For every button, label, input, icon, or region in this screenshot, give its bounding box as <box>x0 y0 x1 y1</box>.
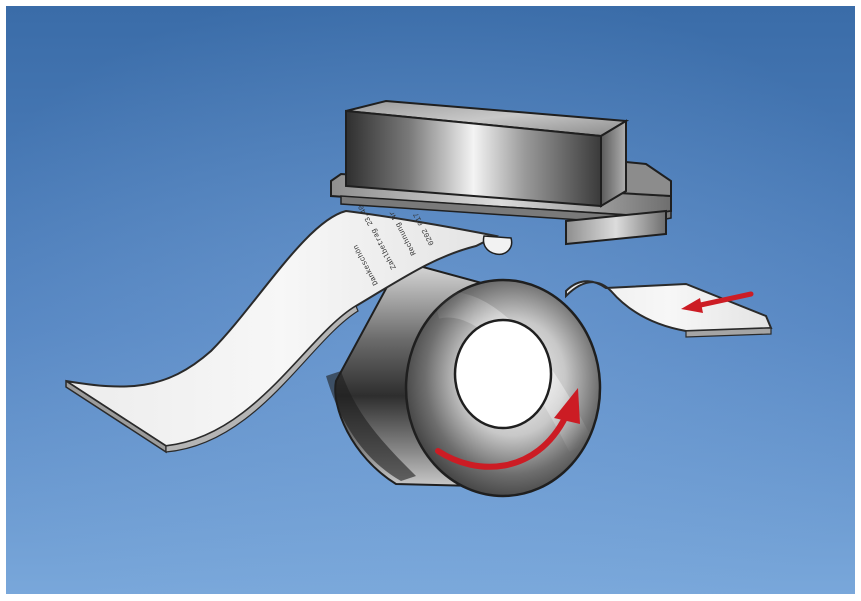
diagram-canvas: 0202 017 6752 Rechnung Nr 42 Zahlbetrag … <box>6 6 855 594</box>
roller-hub <box>455 320 551 428</box>
head-block-side <box>601 121 626 206</box>
thermal-printer-diagram: 0202 017 6752 Rechnung Nr 42 Zahlbetrag … <box>6 6 855 594</box>
